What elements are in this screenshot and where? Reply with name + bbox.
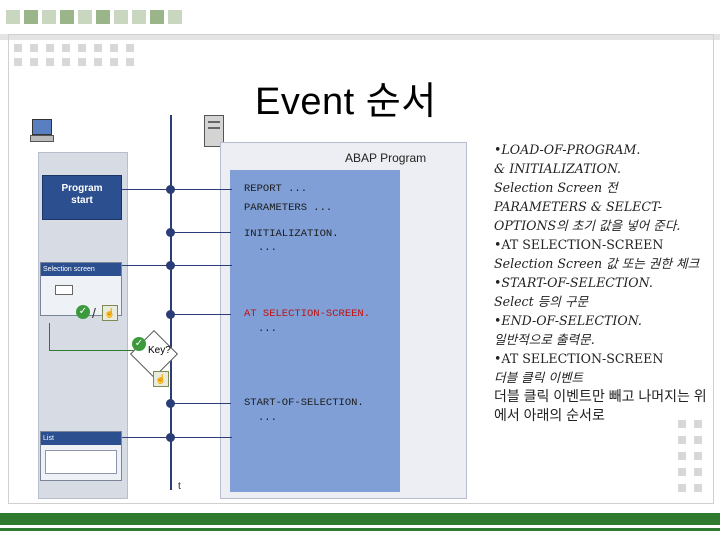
computer-icon <box>30 117 54 142</box>
code-report: REPORT ... <box>244 183 308 195</box>
header-decoration <box>0 0 720 26</box>
footer-bar <box>0 513 720 525</box>
event-flow-diagram: ABAP Program REPORT ... PARAMETERS ... I… <box>30 115 470 500</box>
code-at-selection-screen: AT SELECTION-SCREEN. <box>244 308 371 320</box>
note-line: •LOAD-OF-PROGRAM. <box>494 142 641 157</box>
header-divider <box>0 34 720 40</box>
list-box: List <box>40 431 122 481</box>
note-line: •END-OF-SELECTION. <box>494 313 642 328</box>
note-line: & INITIALIZATION. <box>494 161 622 176</box>
code-initialization: INITIALIZATION. <box>244 228 339 240</box>
selection-screen-label: Selection screen <box>41 263 121 276</box>
return-path <box>49 350 167 351</box>
double-click-icon: ☝ <box>153 371 169 387</box>
note-line: •AT SELECTION-SCREEN <box>494 351 664 366</box>
note-line: 더블 클릭 이벤트만 빼고 나머지는 위에서 아래의 순서로 <box>494 388 707 423</box>
note-line: Selection Screen 전 <box>494 180 618 195</box>
flow-arrow <box>171 314 231 315</box>
note-line: Select 등의 구문 <box>494 294 589 309</box>
note-line: •START-OF-SELECTION. <box>494 275 653 290</box>
code-at-dots: ... <box>258 323 277 335</box>
double-click-icon: ☝ <box>102 305 118 321</box>
note-line: Selection Screen 값 또는 권한 체크 <box>494 256 700 271</box>
abap-code-block <box>230 170 400 492</box>
timeline <box>170 115 172 490</box>
server-icon <box>204 115 224 147</box>
list-label: List <box>41 432 121 445</box>
timeline-node <box>166 310 175 319</box>
code-parameters: PARAMETERS ... <box>244 202 333 214</box>
footer-line <box>0 528 720 531</box>
note-line: •AT SELECTION-SCREEN <box>494 237 664 252</box>
flow-arrow <box>122 265 232 266</box>
code-init-dots: ... <box>258 242 277 254</box>
time-axis-label: t <box>178 481 181 492</box>
note-line: 일반적으로 출력문. <box>494 332 595 347</box>
flow-arrow <box>122 437 232 438</box>
check-icon: ✓ <box>76 305 90 319</box>
abap-program-title: ABAP Program <box>345 151 427 165</box>
timeline-node <box>166 228 175 237</box>
slide-frame <box>8 34 714 504</box>
flow-arrow <box>171 403 231 404</box>
note-line: 더블 클릭 이벤트 <box>494 370 584 385</box>
flow-arrow <box>122 189 232 190</box>
page-title: Event 순서 <box>255 81 437 123</box>
event-notes: •LOAD-OF-PROGRAM. & INITIALIZATION. Select… <box>494 140 716 425</box>
slash-separator: / <box>92 305 96 321</box>
key-decision-label: Key? <box>148 345 171 356</box>
code-start-dots: ... <box>258 412 277 424</box>
code-start-of-selection: START-OF-SELECTION. <box>244 397 364 409</box>
check-icon: ✓ <box>132 337 146 351</box>
program-start-box: Program start <box>42 175 122 220</box>
note-line: PARAMETERS & SELECT-OPTIONS의 초기 값을 넣어 준다… <box>494 199 681 233</box>
timeline-node <box>166 399 175 408</box>
return-path <box>49 323 50 351</box>
flow-arrow <box>171 232 231 233</box>
